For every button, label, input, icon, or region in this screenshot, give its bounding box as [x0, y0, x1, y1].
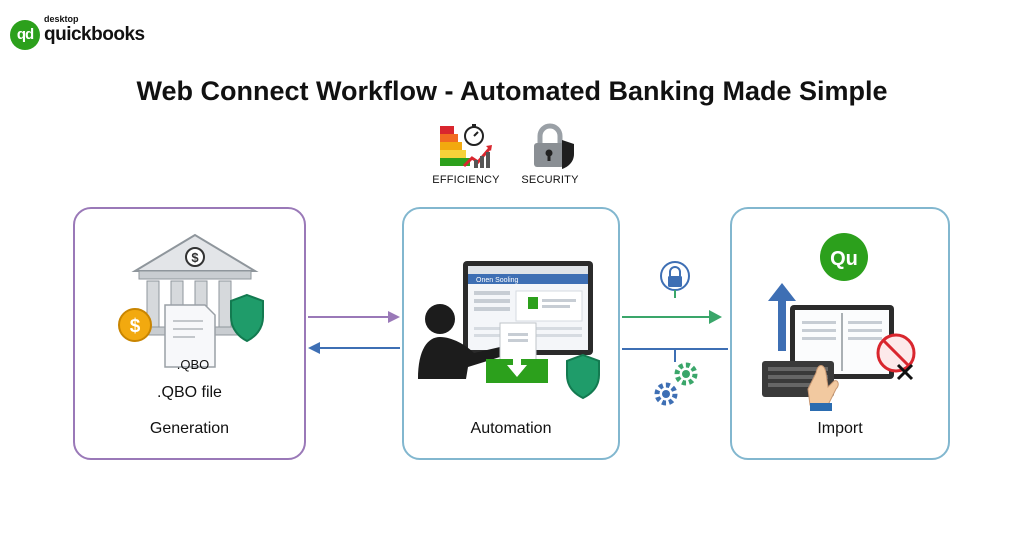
- qbo-document-label: .QBO: [176, 357, 210, 372]
- logo-subtitle: desktop: [44, 14, 79, 24]
- automation-step: Onen Sooling Automation: [402, 207, 620, 460]
- security-badge: SECURITY: [510, 122, 590, 186]
- import-step: Qu Import: [730, 207, 950, 460]
- efficiency-badge: EFFICIENCY: [426, 122, 506, 186]
- page-title: Web Connect Workflow - Automated Banking…: [136, 76, 888, 106]
- generation-step: $ $ .QBO .QBO file Generation: [73, 207, 306, 460]
- gear-icon: [654, 362, 698, 406]
- quickbooks-badge-text: Qu: [830, 248, 858, 270]
- arrow-generation-to-automation: [308, 311, 400, 354]
- logo-wordmark: quickbooks: [44, 24, 145, 45]
- bank-building-icon: $ $: [118, 233, 264, 368]
- automation-label: Automation: [470, 420, 552, 437]
- import-label: Import: [817, 420, 863, 437]
- efficiency-chart-icon: [440, 124, 492, 168]
- qbo-file-label: .QBO file: [157, 384, 222, 401]
- arrow-automation-to-import: [622, 261, 728, 406]
- import-illustration: Qu: [762, 233, 916, 411]
- logo-mark: qd: [10, 20, 40, 50]
- padlock-shield-icon: [534, 123, 574, 169]
- generation-label: Generation: [149, 420, 230, 437]
- security-label: SECURITY: [521, 174, 579, 186]
- screen-title: Onen Sooling: [476, 277, 519, 284]
- svg-text:$: $: [130, 316, 141, 337]
- quickbooks-logo: qd desktop quickbooks: [6, 6, 145, 56]
- svg-text:$: $: [191, 250, 199, 265]
- automation-illustration: Onen Sooling: [418, 261, 600, 400]
- efficiency-label: EFFICIENCY: [432, 174, 500, 186]
